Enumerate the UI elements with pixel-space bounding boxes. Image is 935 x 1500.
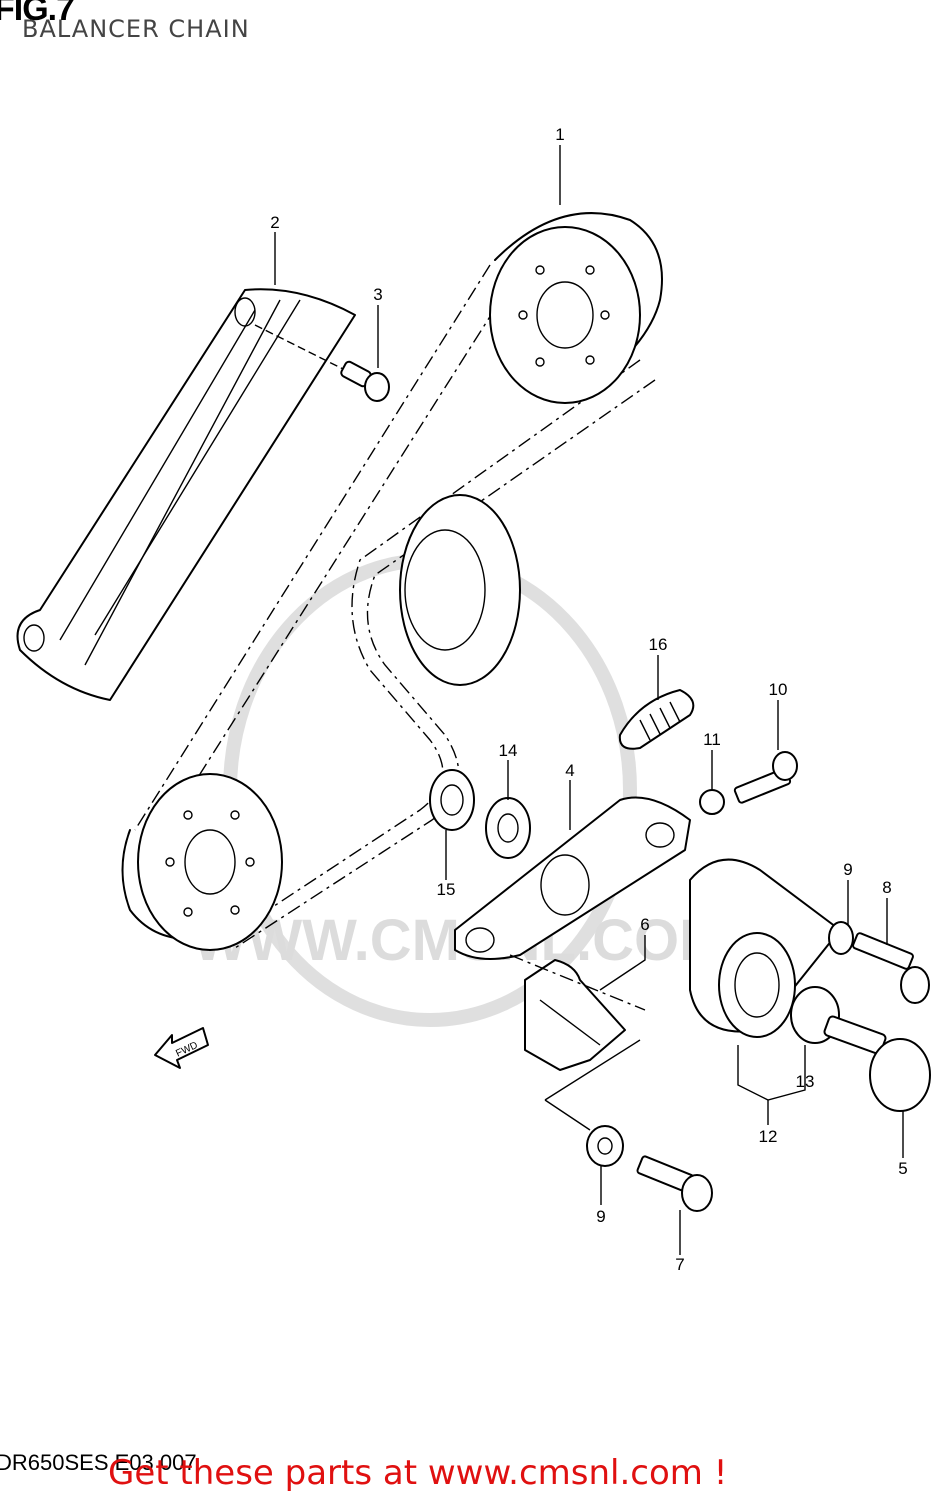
bolt-7[interactable] <box>636 1155 713 1212</box>
washer-9-lower[interactable] <box>586 1125 624 1167</box>
callout-6: 6 <box>640 915 649 934</box>
figure-title: FIG.7 <box>0 0 75 28</box>
chain-guide[interactable] <box>16 288 356 701</box>
leader-lines <box>274 145 904 1255</box>
tensioner-arm[interactable] <box>454 796 691 960</box>
callout-15: 15 <box>437 880 456 899</box>
promo-link[interactable]: Get these parts at www.cmsnl.com ! <box>108 1453 728 1493</box>
callout-14: 14 <box>499 741 518 760</box>
washer-15[interactable] <box>429 769 475 831</box>
callout-13: 13 <box>796 1072 815 1091</box>
bolt-8[interactable] <box>852 932 930 1004</box>
shaft-bolt-5[interactable] <box>823 1015 931 1112</box>
callout-10: 10 <box>769 680 788 699</box>
callout-9-right: 9 <box>843 860 852 879</box>
tensioner-spring[interactable] <box>618 689 695 750</box>
upper-sprocket[interactable] <box>489 226 641 404</box>
callout-2: 2 <box>270 213 279 232</box>
callout-16: 16 <box>649 635 668 654</box>
fwd-arrow-icon: FWD <box>154 1027 209 1069</box>
callout-3: 3 <box>373 285 382 304</box>
guide-bolt[interactable] <box>254 324 390 402</box>
bolt-10[interactable] <box>733 751 798 804</box>
callout-8: 8 <box>882 878 891 897</box>
callout-labels: 1 2 3 4 5 6 7 8 9 9 10 11 12 13 14 15 16 <box>270 125 907 1274</box>
bracket[interactable] <box>509 954 646 1071</box>
callout-12: 12 <box>759 1127 778 1146</box>
tensioner-plate[interactable] <box>689 858 841 1038</box>
figure-subtitle: BALANCER CHAIN <box>22 15 250 43</box>
figure-code: DR650SES E03 007 <box>0 1450 197 1475</box>
washer-9-right[interactable] <box>828 921 854 955</box>
callout-4: 4 <box>565 761 574 780</box>
drive-gear[interactable] <box>399 494 521 686</box>
lower-sprocket[interactable] <box>137 773 283 951</box>
callout-9-lower: 9 <box>596 1207 605 1226</box>
nut-11[interactable] <box>699 789 725 815</box>
callout-7: 7 <box>675 1255 684 1274</box>
callout-5: 5 <box>898 1159 907 1178</box>
callout-1: 1 <box>555 125 564 144</box>
callout-11: 11 <box>703 730 721 749</box>
washer-14[interactable] <box>485 797 531 859</box>
